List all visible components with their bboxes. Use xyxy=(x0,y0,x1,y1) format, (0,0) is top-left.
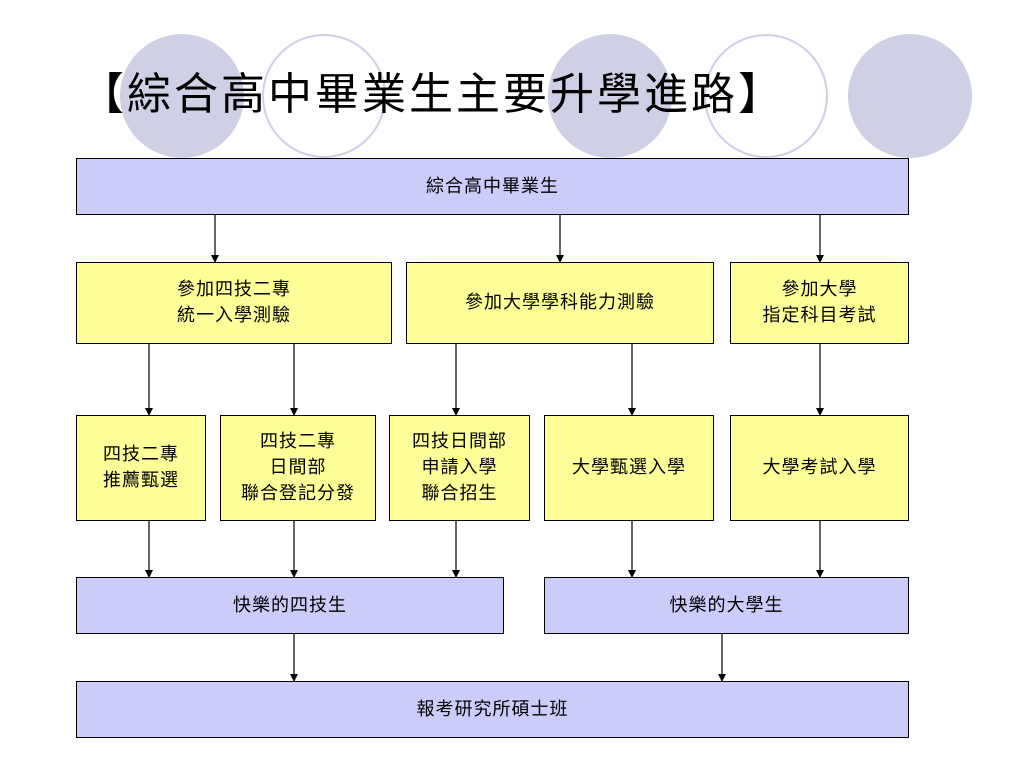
tech-student-box: 快樂的四技生 xyxy=(76,577,504,634)
tvee-exam-label: 參加四技二專 統一入學測驗 xyxy=(177,279,291,326)
graduate-box: 綜合高中畢業生 xyxy=(76,158,909,215)
masters-box: 報考研究所碩士班 xyxy=(76,681,909,738)
gsat-exam-label: 參加大學學科能力測驗 xyxy=(465,292,655,313)
univ-student-box: 快樂的大學生 xyxy=(544,577,909,634)
decor-circle-3 xyxy=(548,34,672,158)
tvee-exam-box: 參加四技二專 統一入學測驗 xyxy=(76,262,392,344)
decor-circle-2 xyxy=(262,34,386,158)
masters-label: 報考研究所碩士班 xyxy=(416,698,569,720)
univ-student-label: 快樂的大學生 xyxy=(669,594,784,616)
allocation-route-label: 四技二專 日間部 聯合登記分發 xyxy=(241,431,355,504)
day-apply-route-box: 四技日間部 申請入學 聯合招生 xyxy=(389,415,530,521)
tech-student-label: 快樂的四技生 xyxy=(233,594,347,616)
univ-select-route-label: 大學甄選入學 xyxy=(572,457,686,478)
decor-circle-1 xyxy=(120,34,244,158)
slide-title: 【綜合高中畢業生主要升學進路】 xyxy=(80,69,785,120)
univ-select-route-box: 大學甄選入學 xyxy=(544,415,714,521)
ast-exam-label: 參加大學 指定科目考試 xyxy=(762,279,877,326)
day-apply-route-label: 四技日間部 申請入學 聯合招生 xyxy=(412,431,507,504)
ast-exam-box: 參加大學 指定科目考試 xyxy=(730,262,909,344)
recommend-route-box: 四技二專 推薦甄選 xyxy=(76,415,206,521)
decor-circle-4 xyxy=(704,34,828,158)
gsat-exam-box: 參加大學學科能力測驗 xyxy=(406,262,714,344)
decor-circle-5 xyxy=(848,34,972,158)
graduate-label: 綜合高中畢業生 xyxy=(426,175,559,197)
univ-exam-route-label: 大學考試入學 xyxy=(762,457,877,478)
recommend-route-label: 四技二專 推薦甄選 xyxy=(103,444,179,491)
allocation-route-box: 四技二專 日間部 聯合登記分發 xyxy=(220,415,376,521)
univ-exam-route-box: 大學考試入學 xyxy=(730,415,909,521)
